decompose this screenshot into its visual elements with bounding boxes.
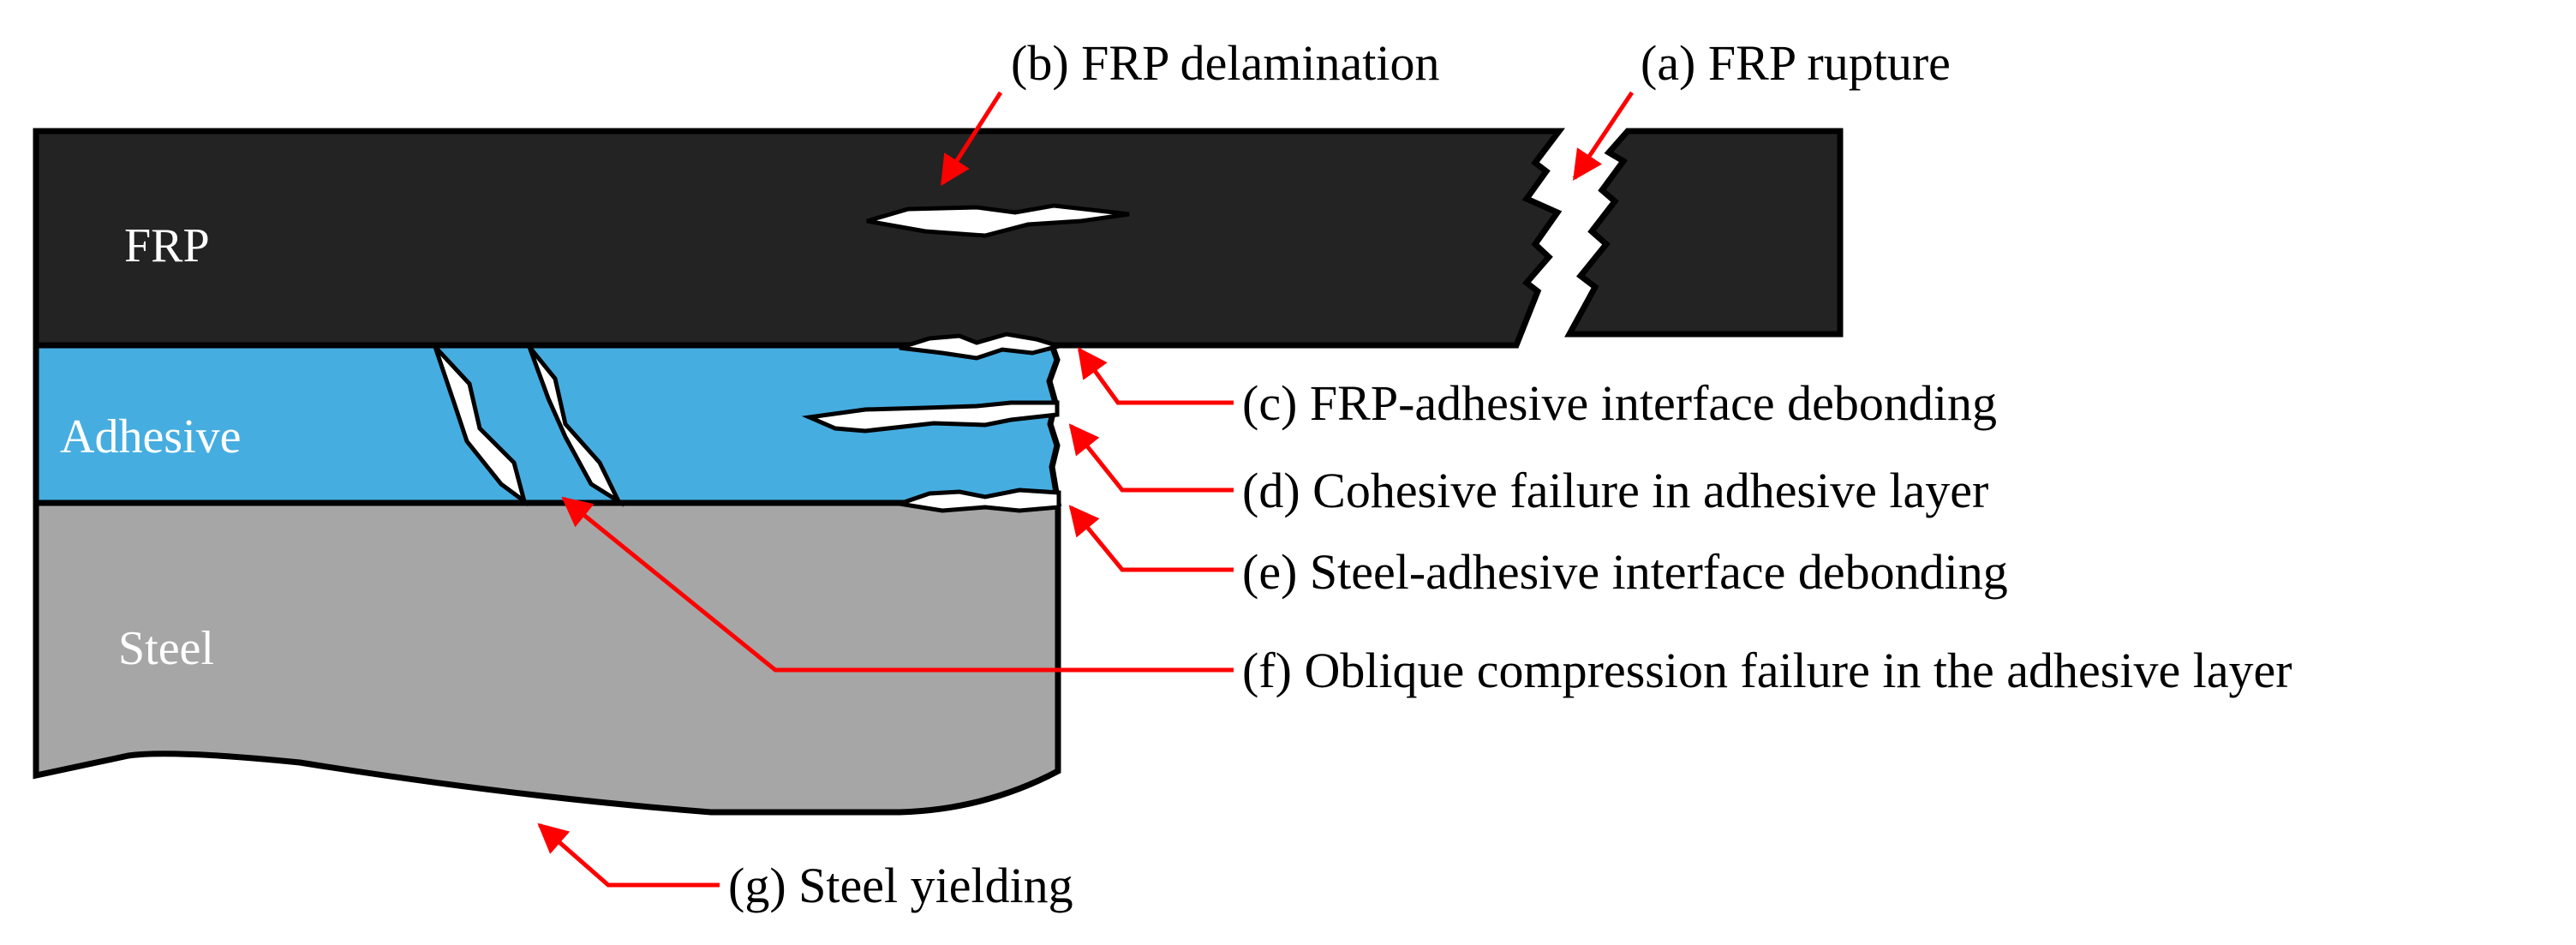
steel-label: Steel (118, 622, 214, 675)
steel-layer (33, 499, 1061, 816)
cohesive-crack (801, 400, 1060, 434)
leader-steel-yielding (537, 822, 720, 888)
leader-oblique-compression (561, 496, 1234, 673)
leader-frp-rupture (1572, 91, 1635, 181)
oblique-crack-1 (433, 345, 529, 507)
label-oblique-compression: (f) Oblique compression failure in the a… (1242, 643, 2292, 698)
leader-steel-adhesive-debonding (1068, 505, 1234, 572)
adhesive-label: Adhesive (60, 410, 242, 464)
frp-label: FRP (124, 219, 210, 272)
adhesive-layer (33, 342, 1062, 506)
leader-frp-adhesive-debonding (1077, 347, 1234, 405)
frp-layer-left (33, 128, 1566, 349)
frp-layer-right (1564, 128, 1844, 338)
leader-frp-delamination (940, 91, 1003, 186)
label-frp-rupture: (a) FRP rupture (1641, 35, 1951, 91)
steel-adhesive-interface-crack (899, 487, 1061, 513)
label-steel-yielding: (g) Steel yielding (728, 858, 1073, 913)
frp-adhesive-interface-crack (899, 332, 1067, 361)
label-frp-adhesive-debonding: (c) FRP-adhesive interface debonding (1242, 375, 1997, 431)
label-frp-delamination: (b) FRP delamination (1011, 35, 1439, 91)
frp-delamination-crack (866, 203, 1130, 238)
leader-cohesive-failure (1068, 423, 1234, 493)
label-cohesive-failure: (d) Cohesive failure in adhesive layer (1242, 463, 1988, 518)
oblique-crack-2 (527, 345, 625, 507)
label-steel-adhesive-debonding: (e) Steel-adhesive interface debonding (1242, 544, 2008, 600)
